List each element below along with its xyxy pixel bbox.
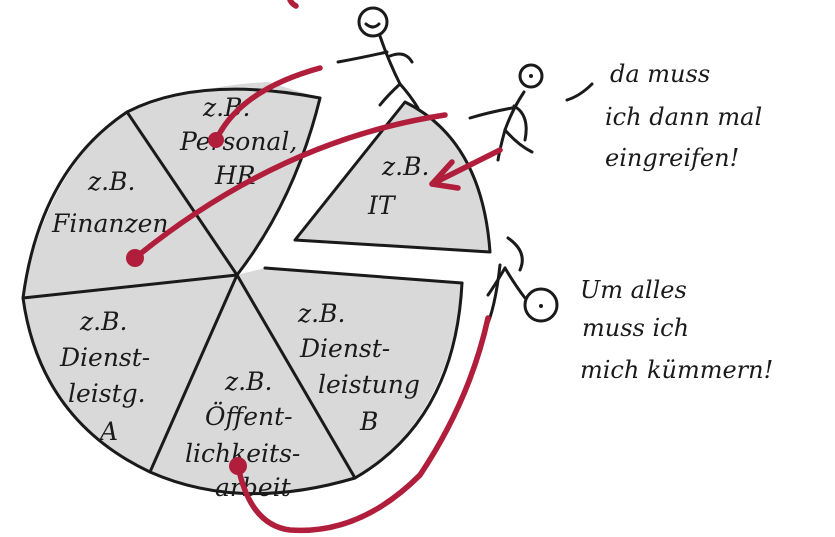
note-top-line-2: ich dann mal	[605, 103, 762, 131]
label-dienst-a-2: Dienst-	[59, 343, 150, 372]
speech-line-icon	[567, 84, 592, 100]
stick-figure-bottom-icon	[485, 238, 557, 330]
label-dienst-b-2: Dienst-	[299, 334, 390, 363]
label-oeffentlich-1: z.B.	[224, 367, 272, 396]
stick-figure-top-icon	[338, 8, 418, 108]
label-personal-2: Personal,	[179, 127, 297, 156]
note-bottom-line-2: muss ich	[582, 314, 689, 342]
label-oeffentlich-2: Öffent-	[205, 402, 293, 431]
label-it-1: z.B.	[381, 152, 429, 181]
label-dienst-a-3: leistg.	[68, 379, 146, 408]
red-arrow-top-stub-icon	[290, 0, 296, 6]
red-dot-finanzen	[126, 249, 144, 267]
label-finanzen-1: z.B.	[87, 167, 135, 196]
note-bottom: Um alles muss ich mich kümmern!	[580, 276, 773, 384]
label-it-2: IT	[367, 191, 397, 220]
red-dot-oeffentlich	[229, 457, 247, 475]
note-top-line-3: eingreifen!	[605, 144, 739, 172]
label-dienst-b-1: z.B.	[297, 299, 345, 328]
note-top-line-1: da muss	[610, 60, 710, 88]
label-finanzen-2: Finanzen	[51, 209, 169, 238]
label-dienst-b-4: B	[359, 407, 378, 436]
label-dienst-a-4: A	[98, 417, 118, 446]
red-dot-personal	[208, 132, 224, 148]
label-dienst-b-3: leistung	[318, 370, 420, 399]
note-bottom-line-3: mich kümmern!	[580, 356, 773, 384]
note-bottom-line-1: Um alles	[580, 276, 687, 304]
label-personal-3: HR	[214, 161, 256, 190]
label-oeffentlich-4: arbeit	[215, 473, 292, 502]
stick-figure-middle-icon	[470, 65, 542, 160]
label-dienst-a-1: z.B.	[79, 307, 127, 336]
note-top: da muss ich dann mal eingreifen!	[605, 60, 762, 172]
